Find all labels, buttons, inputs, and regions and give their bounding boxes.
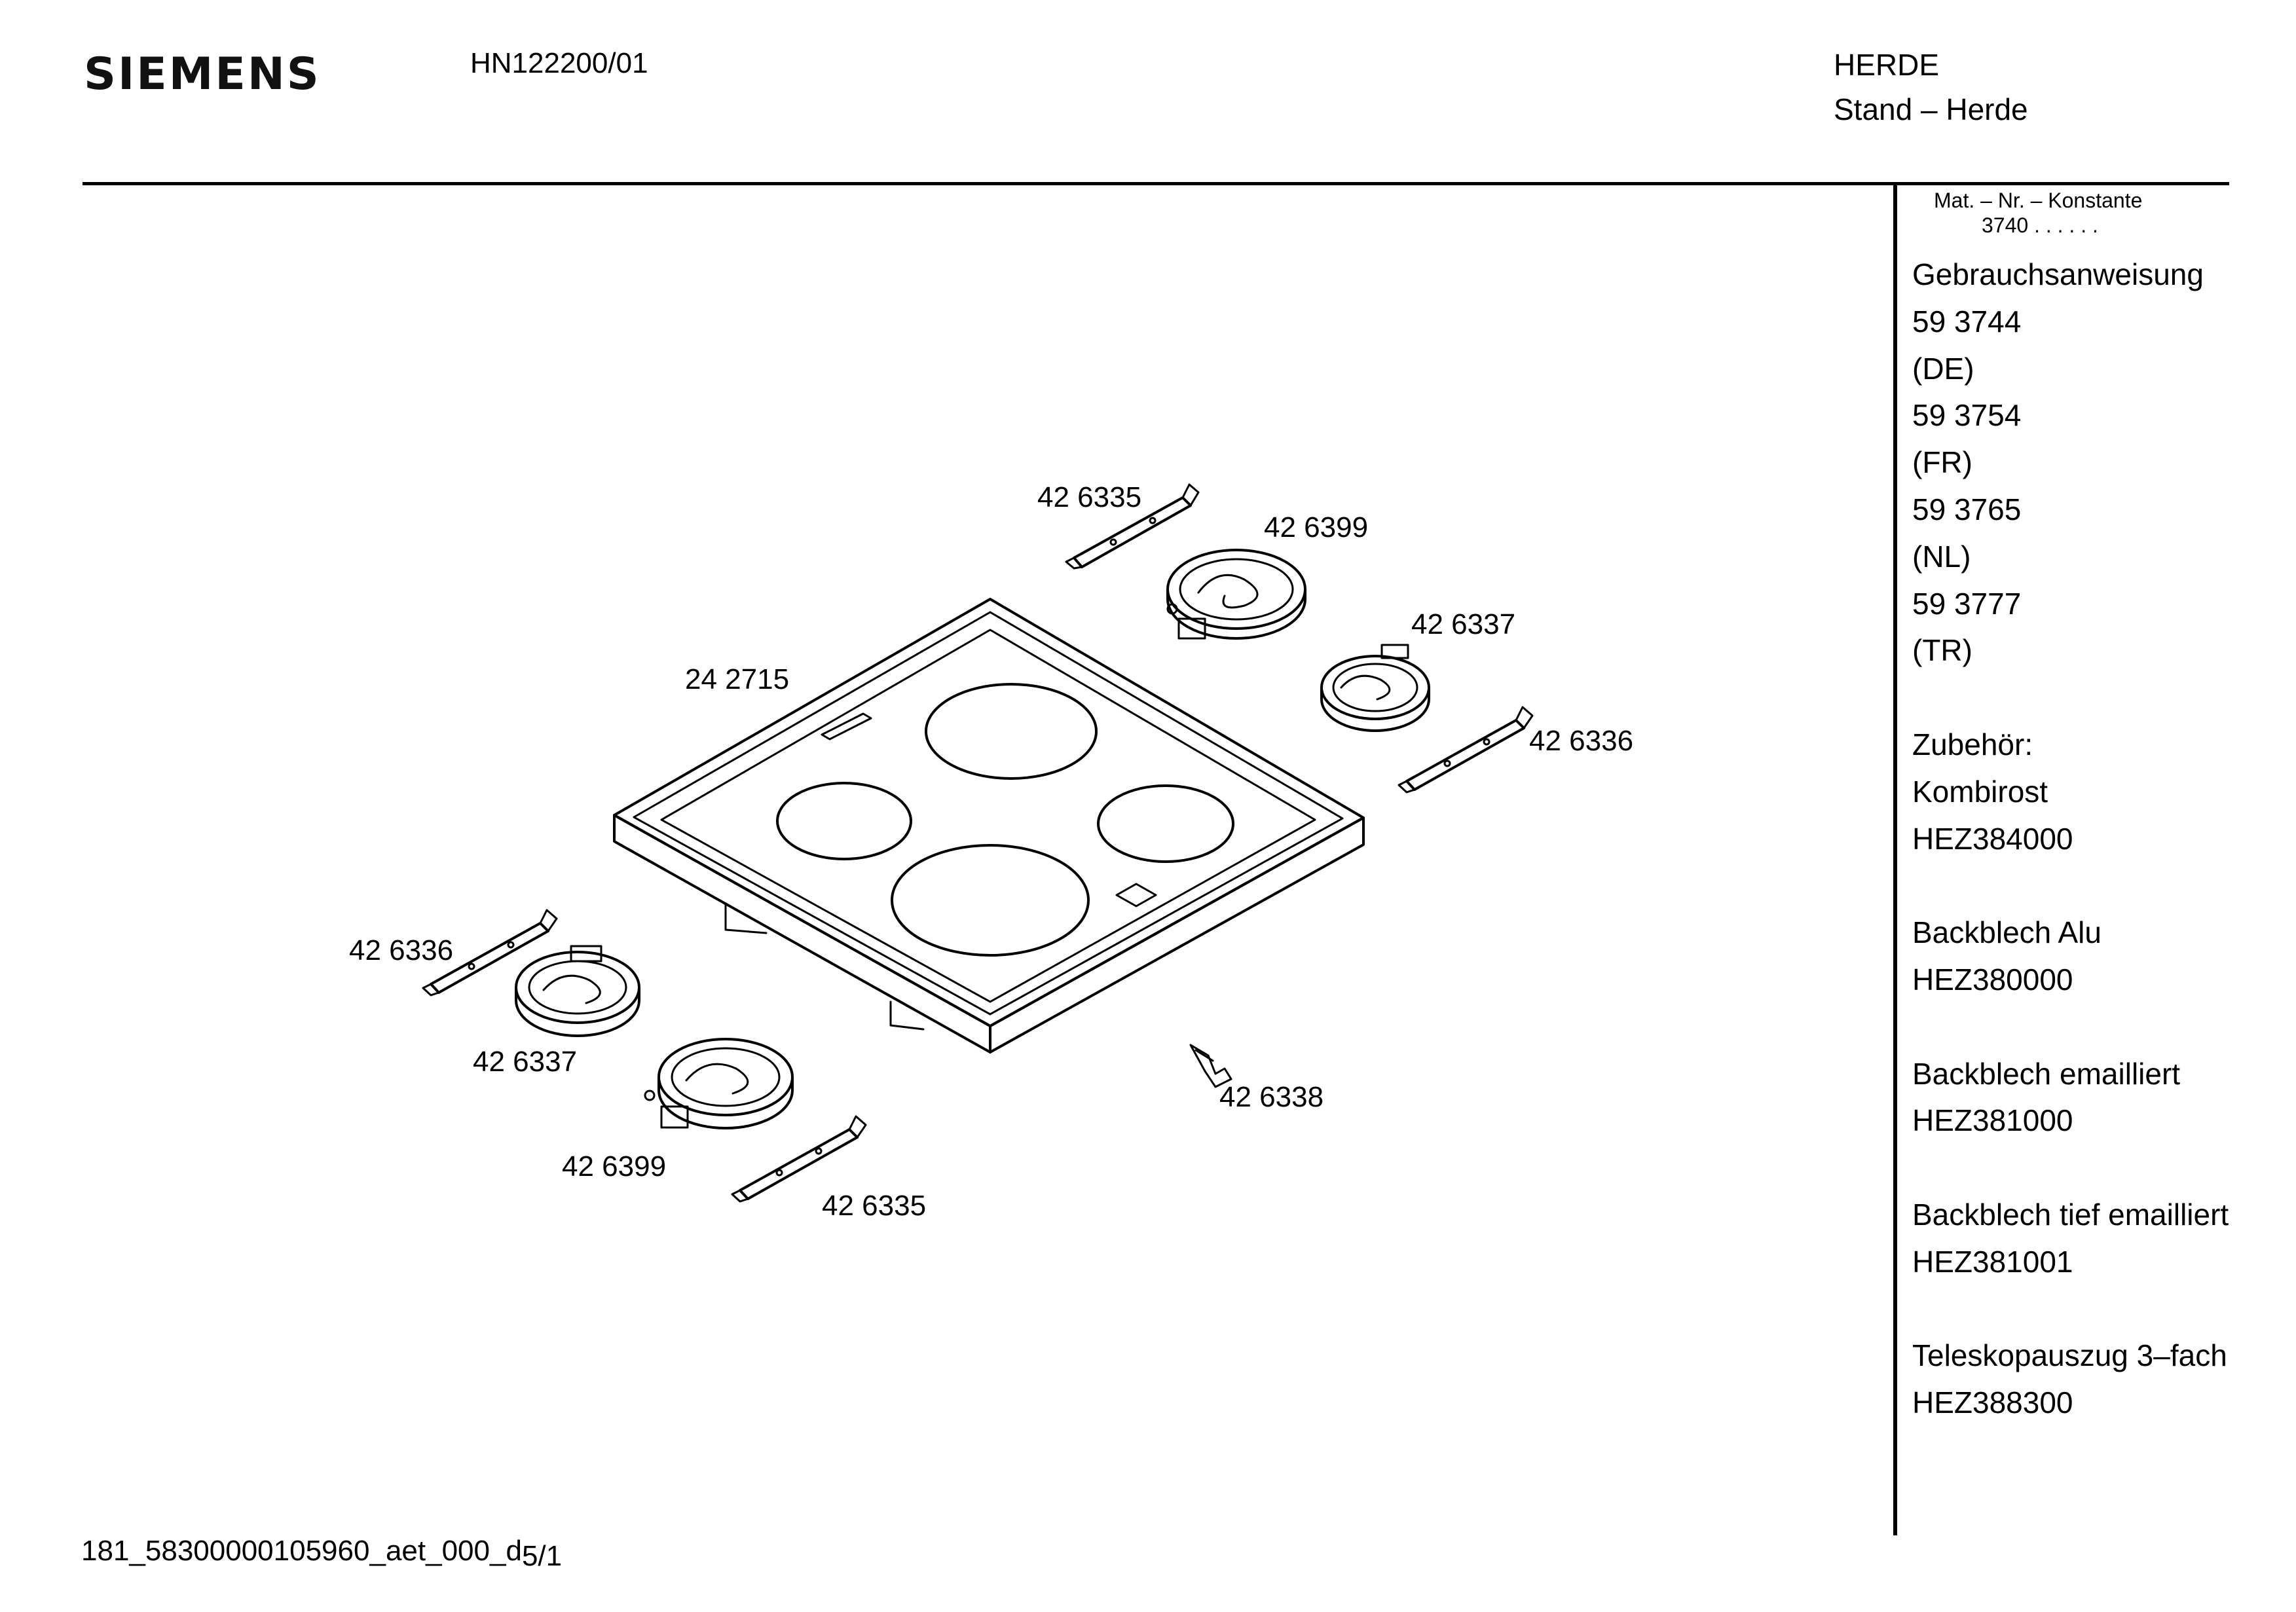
sidebar-divider [1893,185,1897,1535]
part-label: 42 6399 [1264,511,1368,543]
cooktop-frame [613,598,1365,1053]
sidebar-entry: Gebrauchsanweisung [1912,257,2204,291]
part-label: 42 6335 [822,1190,926,1222]
sidebar-entry: Backblech emailliert [1912,1056,2181,1091]
sidebar-list: Gebrauchsanweisung 59 3744 (DE) 59 3754 … [1912,251,2279,1427]
sidebar-entry: Teleskopauszug 3–fach [1912,1338,2227,1373]
sidebar-entry: HEZ381000 [1912,1103,2073,1138]
part-label: 42 6336 [1529,725,1633,757]
heating-element-bottom [644,1038,794,1129]
part-label: 42 6337 [1411,608,1515,640]
sidebar-entry: (FR) [1912,445,1972,480]
sidebar-entry: HEZ384000 [1912,821,2073,856]
mounting-bracket-left [422,909,558,997]
part-label: 42 6335 [1037,481,1141,513]
mat-nr-label: Mat. – Nr. – Konstante [1934,189,2143,212]
terminal-connector [1189,1044,1232,1088]
sidebar-entry: 59 3765 [1912,492,2022,526]
sidebar-entry: Kombirost [1912,774,2048,809]
document-footer: 181_58300000105960_aet_000_d5/1 [81,1535,562,1572]
sidebar-entry: 59 3744 [1912,304,2022,339]
sidebar-entry: (DE) [1912,351,1974,386]
part-label: 42 6336 [349,934,453,966]
sidebar-entry: HEZ380000 [1912,962,2073,997]
subcategory-title: Stand – Herde [1834,92,2028,126]
sidebar-entry: Backblech tief emailliert [1912,1197,2229,1232]
document-id: 181_58300000105960_aet_000_d [81,1535,522,1567]
sidebar-entry: HEZ388300 [1912,1385,2073,1420]
header-divider [83,182,2229,185]
mounting-bracket-bottom [731,1115,867,1203]
sidebar-entry: (NL) [1912,539,1971,574]
part-label: 42 6337 [473,1046,577,1078]
part-label: 24 2715 [685,663,789,695]
sidebar-entry: 59 3777 [1912,586,2022,621]
mounting-bracket-top [1065,483,1200,570]
mat-nr-value: 3740 . . . . . . [1982,213,2098,237]
part-label: 42 6399 [562,1150,666,1182]
heating-element-left [515,945,640,1037]
brand-logo: SIEMENS [84,48,321,100]
sidebar-entry: 59 3754 [1912,398,2022,433]
sidebar-entry: (TR) [1912,633,1972,668]
category-title: HERDE [1834,48,1940,82]
part-label: 42 6338 [1219,1081,1324,1113]
mounting-bracket-right [1398,706,1534,794]
heating-element-top [1166,549,1306,640]
sidebar-entry: Backblech Alu [1912,915,2102,950]
heating-element-right [1320,644,1430,732]
sidebar-entry: HEZ381001 [1912,1244,2073,1279]
sidebar-entry: Zubehör: [1912,727,2033,761]
page-number: 5/1 [521,1540,563,1572]
model-number: HN122200/01 [470,47,648,79]
